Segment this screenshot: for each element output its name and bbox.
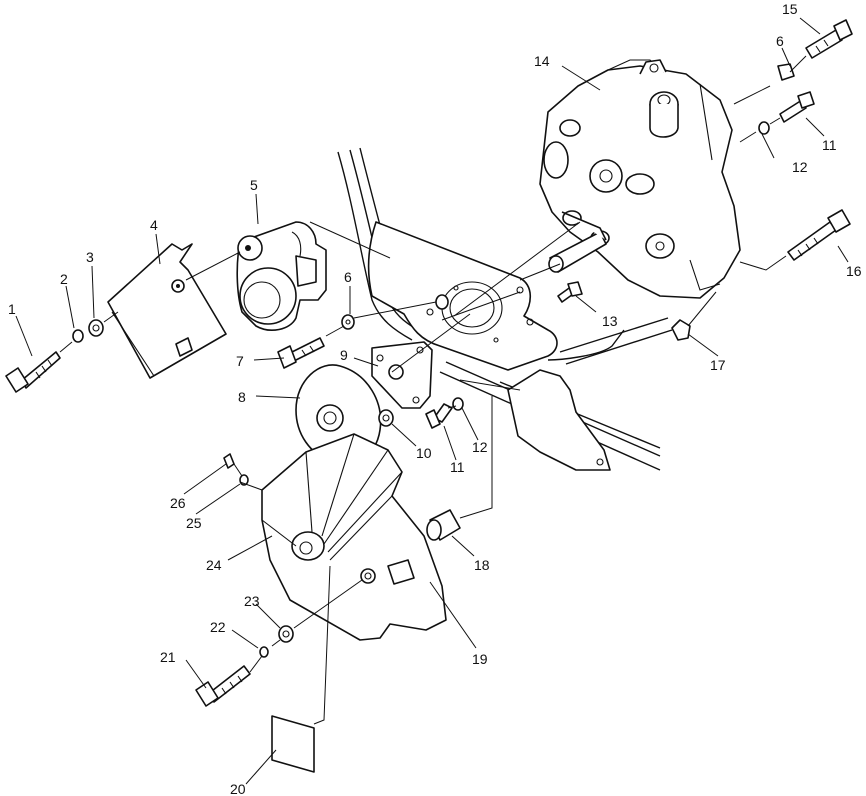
callout-1: 1: [8, 301, 16, 317]
callout-25: 25: [186, 515, 202, 531]
washer-part-22: [259, 646, 269, 658]
callout-13: 13: [602, 313, 618, 329]
leader-lines: [15, 17, 849, 785]
callout-17: 17: [710, 357, 726, 373]
callout-26: 26: [170, 495, 186, 511]
nut-part-10: [378, 409, 394, 427]
washer-part-6-top: [777, 63, 795, 81]
callouts: 1 2 3 4 5 6 6 7 8 9 10 11 11 12 12 13 14…: [8, 1, 862, 796]
bolt-part-13: [557, 281, 583, 303]
callout-21: 21: [160, 649, 176, 665]
washer-part-2: [72, 329, 84, 343]
spacer-part-18: [426, 509, 461, 541]
bracket-part-4: [107, 243, 227, 379]
bolt-part-26: [223, 453, 235, 469]
plate-part-9: [371, 341, 433, 409]
callout-3: 3: [86, 249, 94, 265]
bolt-part-11-lower: [425, 403, 453, 429]
callout-6-top: 6: [776, 33, 784, 49]
callout-6-center: 6: [344, 269, 352, 285]
callout-24: 24: [206, 557, 222, 573]
washer-part-12-upper: [758, 121, 770, 135]
bolt-part-7: [277, 337, 325, 369]
lower-bracket: [507, 369, 611, 471]
callout-12-upper: 12: [792, 159, 808, 175]
callout-2: 2: [60, 271, 68, 287]
callout-7: 7: [236, 353, 244, 369]
bolt-part-11-upper: [779, 91, 815, 123]
callout-19: 19: [472, 651, 488, 667]
callout-4: 4: [150, 217, 158, 233]
callout-22: 22: [210, 619, 226, 635]
callout-16: 16: [846, 263, 862, 279]
callout-20: 20: [230, 781, 246, 796]
bolt-part-16: [787, 209, 851, 261]
callout-18: 18: [474, 557, 490, 573]
callout-15: 15: [782, 1, 798, 17]
callout-5: 5: [250, 177, 258, 193]
callout-11-lower: 11: [450, 459, 465, 475]
callout-12-lower: 12: [472, 439, 488, 455]
decal-part-20: [271, 715, 315, 773]
assembly-lines: [59, 55, 807, 725]
washer-part-23: [278, 625, 294, 643]
callout-9: 9: [340, 347, 348, 363]
washer-part-6-plate: [435, 294, 449, 310]
callout-14: 14: [534, 53, 550, 69]
callout-8: 8: [238, 389, 246, 405]
callout-10: 10: [416, 445, 432, 461]
housing-part-5: [236, 221, 327, 331]
nut-part-17: [671, 319, 691, 341]
washer-part-3: [88, 319, 104, 337]
callout-23: 23: [244, 593, 260, 609]
washer-part-12-lower: [452, 397, 464, 411]
guard-part-24: [261, 433, 447, 641]
washer-part-6-center: [341, 314, 355, 330]
bolt-part-15: [805, 19, 853, 59]
bolt-part-1: [5, 351, 61, 393]
callout-11-upper: 11: [822, 137, 837, 153]
gearcase-shafts: [519, 211, 607, 281]
